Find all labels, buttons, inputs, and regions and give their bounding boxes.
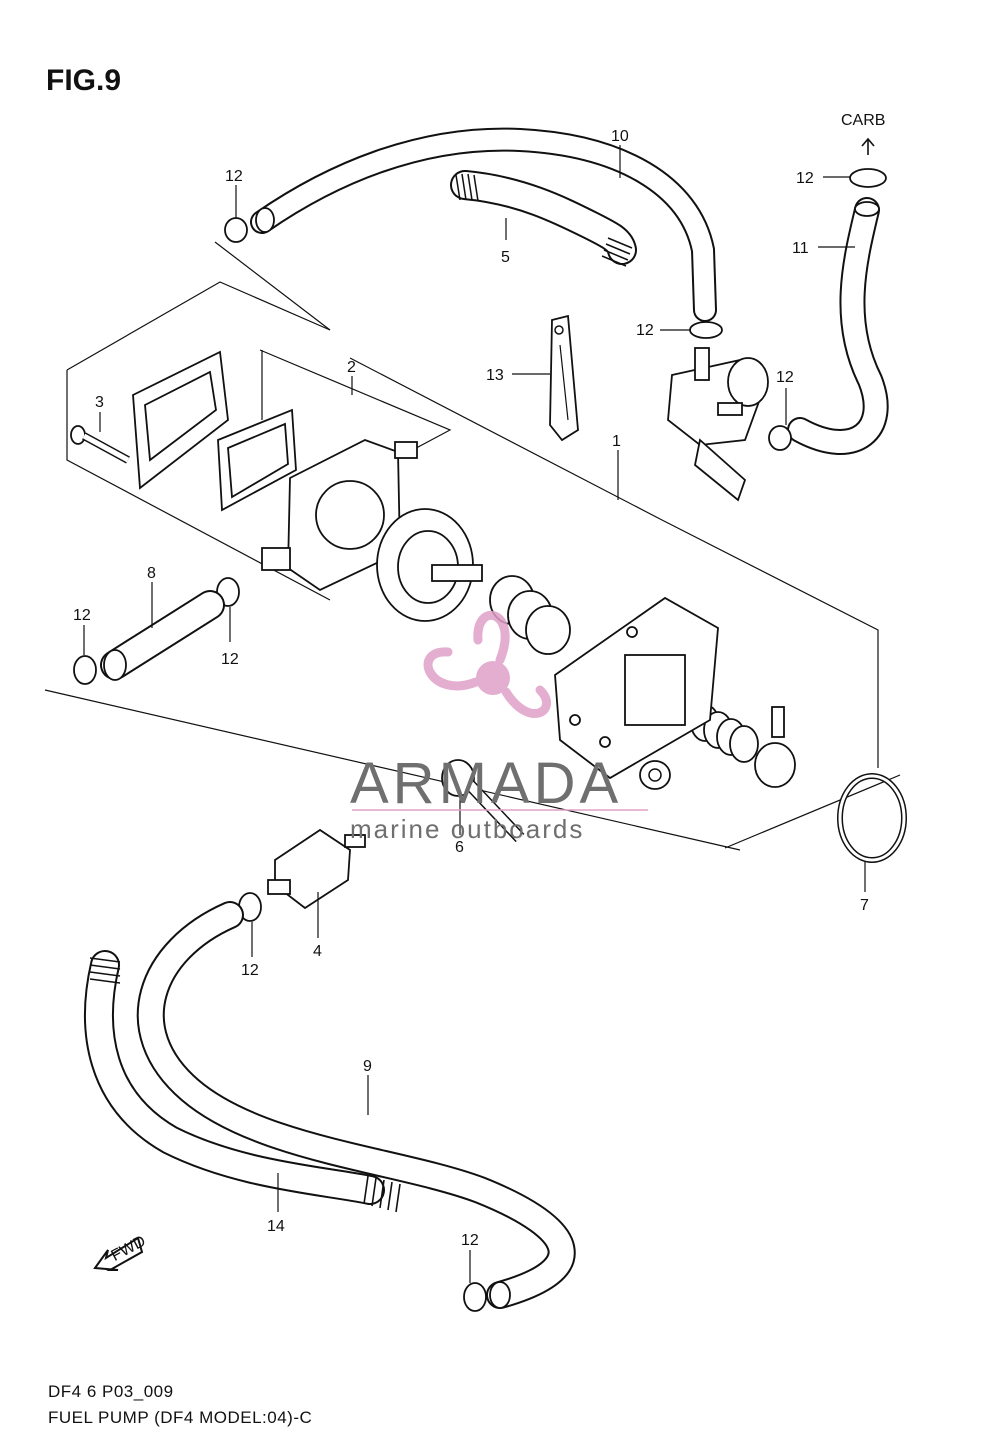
callout-labels: 10 5 12 12 11 12 13 12 2 3 1 8 12 12 6 7… — [73, 128, 869, 1249]
callout-6: 6 — [455, 839, 464, 856]
callout-12-filter: 12 — [241, 962, 259, 979]
callout-5: 5 — [501, 249, 510, 266]
plug — [754, 706, 796, 788]
gasket-plates — [132, 350, 297, 512]
bracket-13 — [549, 314, 579, 442]
callout-9: 9 — [363, 1058, 372, 1075]
hose-10 — [250, 127, 717, 322]
spring-upper — [489, 575, 571, 655]
o-ring-7 — [837, 773, 907, 863]
callout-7: 7 — [860, 897, 869, 914]
callout-3: 3 — [95, 394, 104, 411]
carb-label: CARB — [841, 112, 885, 129]
callout-1: 1 — [612, 433, 621, 450]
cover-plate — [554, 596, 719, 780]
callout-8: 8 — [147, 565, 156, 582]
pump-body-2 — [261, 439, 418, 592]
leader-lines — [83, 145, 866, 1283]
callout-12-pipe: 12 — [221, 651, 239, 668]
hose-14 — [84, 950, 401, 1213]
callout-4: 4 — [313, 943, 322, 960]
callout-12-bottom: 12 — [461, 1232, 479, 1249]
figure-code: DF4 6 P03_009 — [48, 1382, 174, 1401]
fuel-valve — [667, 347, 769, 502]
callout-13: 13 — [486, 367, 504, 384]
screw-3 — [70, 425, 130, 464]
callout-10: 10 — [611, 128, 629, 145]
elbow-pipe-5 — [450, 170, 637, 267]
callout-11: 11 — [792, 240, 809, 257]
callout-12-top-left: 12 — [225, 168, 243, 185]
hose-9 — [136, 901, 576, 1309]
fwd-arrow-icon: FWD — [93, 1233, 149, 1271]
figure-caption: FUEL PUMP (DF4 MODEL:04)-C — [48, 1408, 313, 1427]
callout-12-right: 12 — [776, 369, 794, 386]
watermark-tagline: marine outboards — [350, 814, 584, 844]
watermark-logo-icon — [423, 610, 551, 718]
callout-12-valve: 12 — [636, 322, 654, 339]
spring-lower — [690, 704, 759, 763]
fuel-filter-4 — [267, 828, 366, 910]
bolt-6 — [441, 759, 525, 843]
carb-arrow-icon — [861, 137, 875, 155]
callout-14: 14 — [267, 1218, 285, 1235]
callout-12-left: 12 — [73, 607, 91, 624]
callout-12-carb: 12 — [796, 170, 814, 187]
figure-title: FIG.9 — [46, 64, 122, 97]
diaphragm — [376, 508, 483, 622]
callout-2: 2 — [347, 359, 356, 376]
watermark-brand: ARMADA — [350, 751, 622, 816]
watermark: ARMADA marine outboards — [350, 610, 648, 844]
nut — [639, 760, 671, 790]
pipe-8 — [100, 590, 225, 681]
hose-11 — [787, 197, 889, 455]
